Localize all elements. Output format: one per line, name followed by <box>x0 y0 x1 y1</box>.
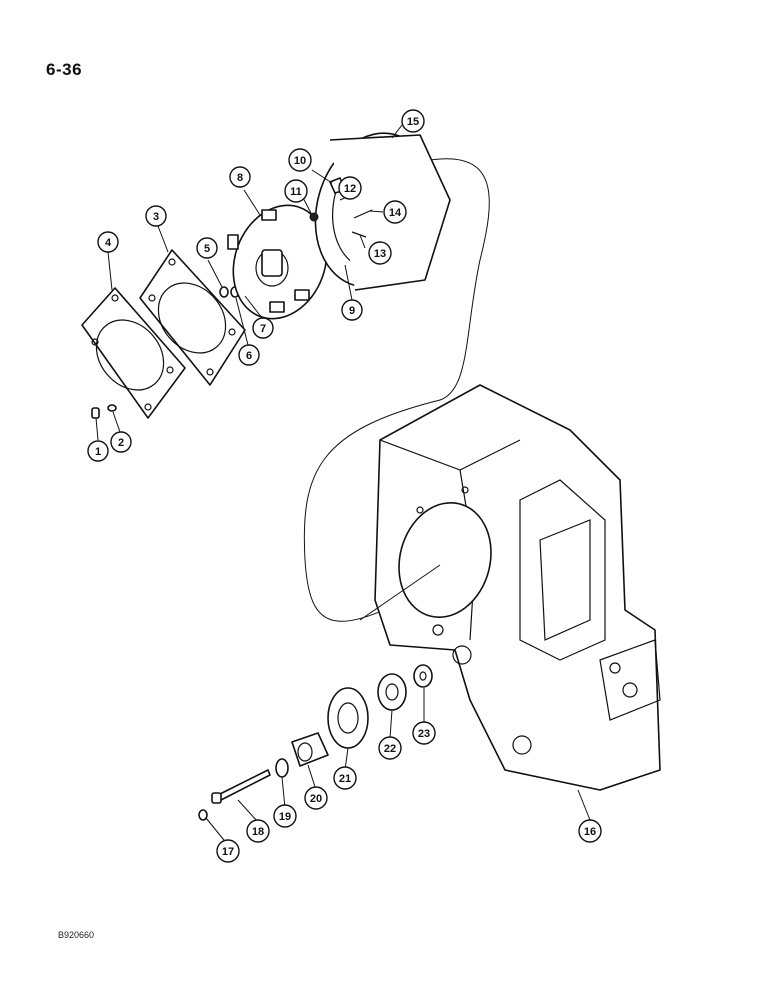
svg-text:8: 8 <box>237 172 243 184</box>
svg-text:17: 17 <box>222 846 234 858</box>
callout-9: 9 <box>341 299 363 321</box>
callout-5: 5 <box>196 237 218 259</box>
callout-17: 17 <box>216 839 240 863</box>
washer-2 <box>107 404 117 412</box>
callout-11: 11 <box>284 179 308 203</box>
callout-15: 15 <box>401 109 425 133</box>
svg-text:15: 15 <box>407 116 419 128</box>
screw-1 <box>91 407 100 419</box>
ring-5 <box>219 286 229 298</box>
callout-18: 18 <box>246 819 270 843</box>
assembly-loop-line <box>303 158 490 622</box>
gear-22 <box>377 673 407 711</box>
svg-text:6: 6 <box>246 350 252 362</box>
washer-17 <box>198 809 208 821</box>
pump-disc-8 <box>227 204 328 320</box>
svg-text:18: 18 <box>252 826 264 838</box>
o-ring-19 <box>275 758 289 778</box>
hub-20 <box>291 732 329 767</box>
callout-23: 23 <box>412 721 436 745</box>
svg-text:14: 14 <box>389 207 402 219</box>
transmission-housing-16 <box>374 384 661 791</box>
callout-13: 13 <box>368 241 392 265</box>
plate-3 <box>139 249 246 386</box>
svg-text:1: 1 <box>95 446 101 458</box>
callout-22: 22 <box>378 736 402 760</box>
svg-text:23: 23 <box>418 728 430 740</box>
page-number: 6-36 <box>46 60 83 79</box>
svg-text:11: 11 <box>290 186 302 198</box>
svg-text:22: 22 <box>384 743 396 755</box>
svg-text:10: 10 <box>294 155 306 167</box>
long-bolt-18 <box>211 769 271 804</box>
callout-7: 7 <box>252 317 274 339</box>
callout-12: 12 <box>338 176 362 200</box>
leader-lines <box>95 124 591 846</box>
callout-10: 10 <box>288 148 312 172</box>
callout-2: 2 <box>110 431 132 453</box>
washer-23 <box>413 664 433 688</box>
svg-text:3: 3 <box>153 211 159 223</box>
callout-16: 16 <box>578 819 602 843</box>
svg-text:20: 20 <box>310 793 322 805</box>
gasket-plate-4 <box>81 287 186 419</box>
callout-20: 20 <box>304 786 328 810</box>
svg-text:9: 9 <box>349 305 355 317</box>
svg-text:5: 5 <box>204 243 210 255</box>
svg-text:4: 4 <box>105 237 112 249</box>
svg-text:2: 2 <box>118 437 124 449</box>
callout-14: 14 <box>383 200 407 224</box>
svg-text:19: 19 <box>279 811 291 823</box>
gear-21 <box>327 687 369 749</box>
svg-text:21: 21 <box>339 773 351 785</box>
callout-6: 6 <box>238 344 260 366</box>
pin-14 <box>353 209 373 219</box>
callout-21: 21 <box>333 766 357 790</box>
svg-text:12: 12 <box>344 183 356 195</box>
svg-text:13: 13 <box>374 248 386 260</box>
pin-13 <box>351 231 367 238</box>
callout-4: 4 <box>97 231 119 253</box>
callout-3: 3 <box>145 205 167 227</box>
svg-text:7: 7 <box>260 323 266 335</box>
callout-19: 19 <box>273 804 297 828</box>
figure-code: B920660 <box>58 930 95 940</box>
svg-text:16: 16 <box>584 826 596 838</box>
callout-1: 1 <box>87 440 109 462</box>
callout-8: 8 <box>229 166 251 188</box>
